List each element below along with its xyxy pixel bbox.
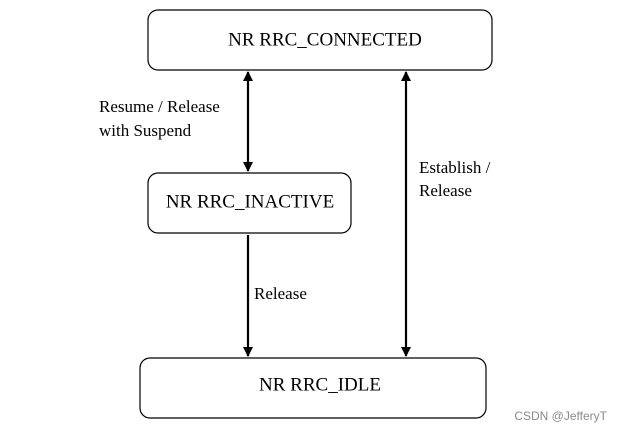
state-connected-label: NR RRC_CONNECTED [228, 29, 422, 50]
label-connected-inactive-line1: Resume / Release [99, 97, 220, 116]
watermark: CSDN @JefferyT [514, 409, 607, 423]
state-idle-label: NR RRC_IDLE [259, 374, 381, 395]
label-inactive-idle: Release [254, 284, 307, 303]
state-idle-box [139, 357, 487, 419]
label-connected-idle-line2: Release [419, 181, 472, 200]
label-connected-idle-line1: Establish / [419, 158, 491, 177]
state-inactive-label: NR RRC_INACTIVE [166, 191, 334, 212]
state-connected-box [147, 9, 493, 71]
state-inactive-box [147, 172, 352, 234]
state-inactive: NR RRC_INACTIVE [147, 172, 352, 234]
label-connected-inactive-line2: with Suspend [99, 121, 192, 140]
state-idle: NR RRC_IDLE [139, 357, 487, 419]
state-connected: NR RRC_CONNECTED [147, 9, 493, 71]
